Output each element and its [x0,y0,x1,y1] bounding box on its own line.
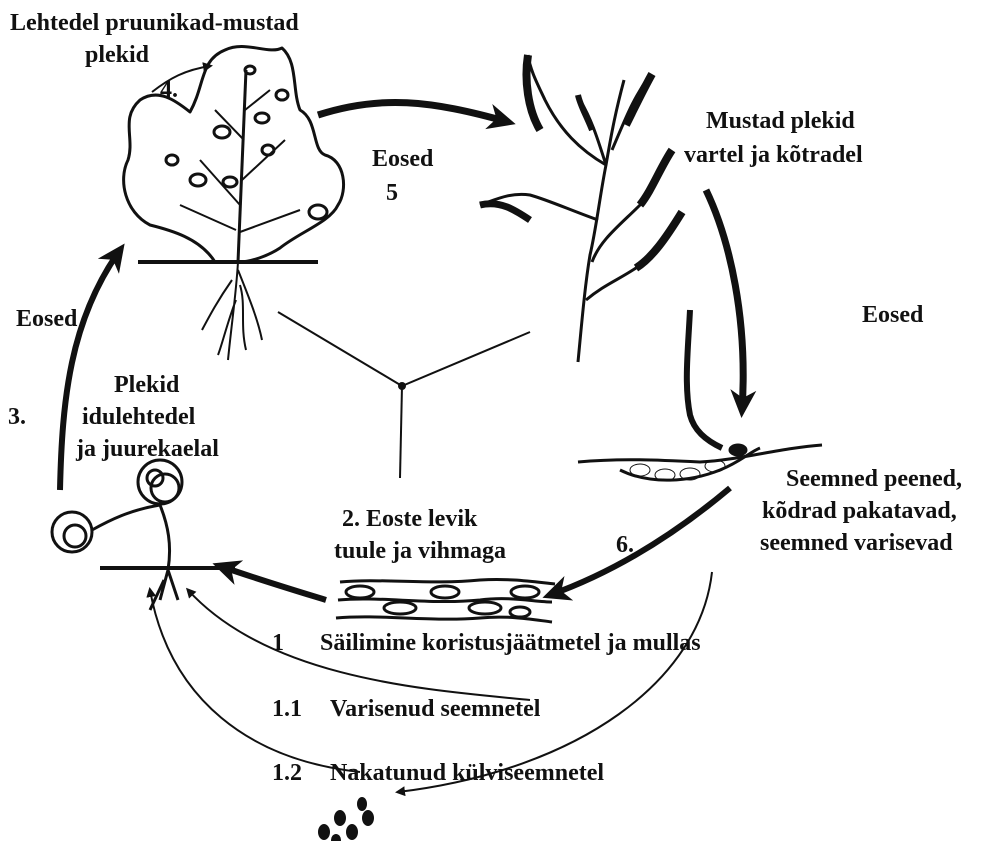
arrow-1-2 [150,590,360,772]
seeds-text-line1: Seemned peened, [786,464,962,494]
spread-line1: 2. Eoste levik [342,504,477,534]
arrow-6 [550,488,730,595]
fallen-number: 1.1 [272,694,302,724]
top-left-title-line1: Lehtedel pruunikad-mustad [10,8,299,38]
top-left-title-line2: plekid [85,40,149,70]
cotyledon-line2: idulehtedel [82,402,195,432]
arrow-right-down [706,190,743,410]
step-6-label: 6. [616,530,634,560]
seeds-icon [318,797,374,841]
survival-number: 1 [272,628,284,658]
crop-residue-soil-icon [336,579,555,622]
black-spots-line1: Mustad plekid [706,106,855,136]
eosed-left-label: Eosed [16,304,77,334]
seedling-icon [52,460,235,610]
sown-text: Nakatunud külviseemnetel [330,758,604,788]
step-3-label: 3. [8,402,26,432]
step-4-label: 4. [160,75,178,105]
eosed-top-label: Eosed [372,144,433,174]
spread-line2: tuule ja vihmaga [334,536,506,566]
cotyledon-line3: ja juurekaelal [76,434,219,464]
cotyledon-line1: Plekid [114,370,179,400]
infected-pods-branch-icon [480,55,682,362]
fallen-text: Varisenud seemnetel [330,694,540,724]
spread-connector [278,312,530,478]
step-5-label: 5 [386,178,398,208]
open-pod-icon [578,310,822,481]
sown-number: 1.2 [272,758,302,788]
black-spots-line2: vartel ja kõtradel [684,140,863,170]
seeds-text-line3: seemned varisevad [760,528,953,558]
seeds-text-line2: kõdrad pakatavad, [762,496,957,526]
arrow-5 [318,102,508,122]
arrow-left [220,566,326,600]
eosed-right-label: Eosed [862,300,923,330]
diseased-plant-icon [124,46,344,360]
survival-text: Säilimine koristusjäätmetel ja mullas [320,628,701,658]
